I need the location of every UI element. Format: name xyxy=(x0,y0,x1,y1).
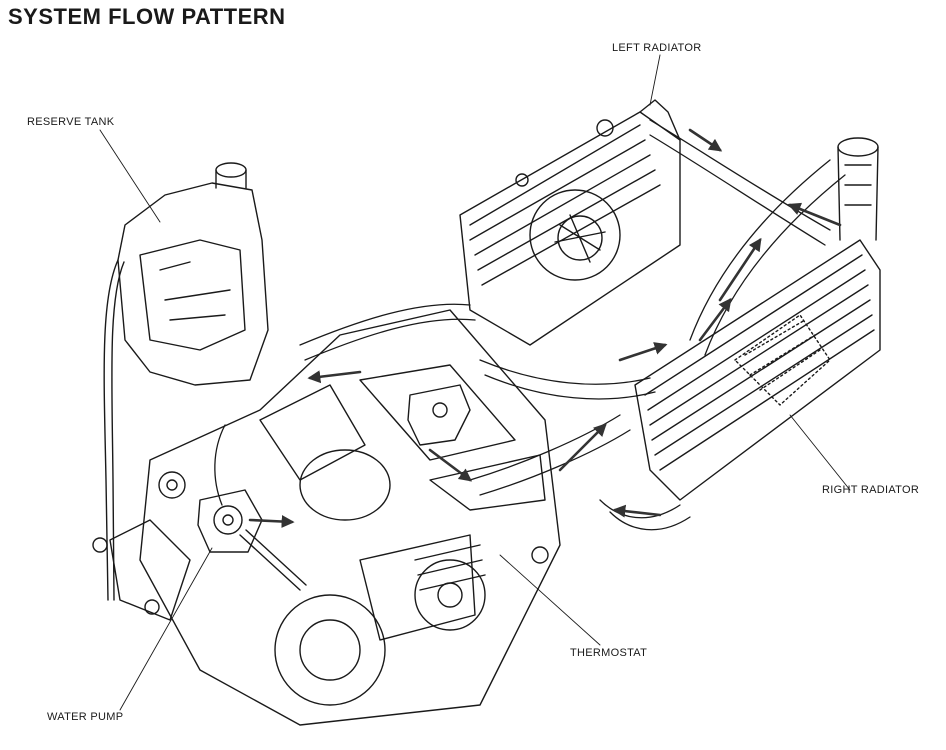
left-radiator-label: LEFT RADIATOR xyxy=(612,42,702,54)
right-radiator xyxy=(634,137,881,501)
water-pump xyxy=(197,489,307,591)
leader-lines xyxy=(99,54,851,711)
coolant-hoses xyxy=(214,119,846,531)
thermostat xyxy=(407,384,471,446)
thermostat-label: THERMOSTAT xyxy=(570,647,648,659)
page-title: SYSTEM FLOW PATTERN xyxy=(8,4,286,29)
right-radiator-label: RIGHT RADIATOR xyxy=(822,484,920,496)
left-radiator xyxy=(459,99,681,346)
water-pump-label: WATER PUMP xyxy=(47,711,124,723)
flow-arrows xyxy=(248,128,842,528)
reserve-tank xyxy=(103,162,269,601)
reserve-tank-label: RESERVE TANK xyxy=(27,116,115,128)
engine-block xyxy=(92,309,561,726)
